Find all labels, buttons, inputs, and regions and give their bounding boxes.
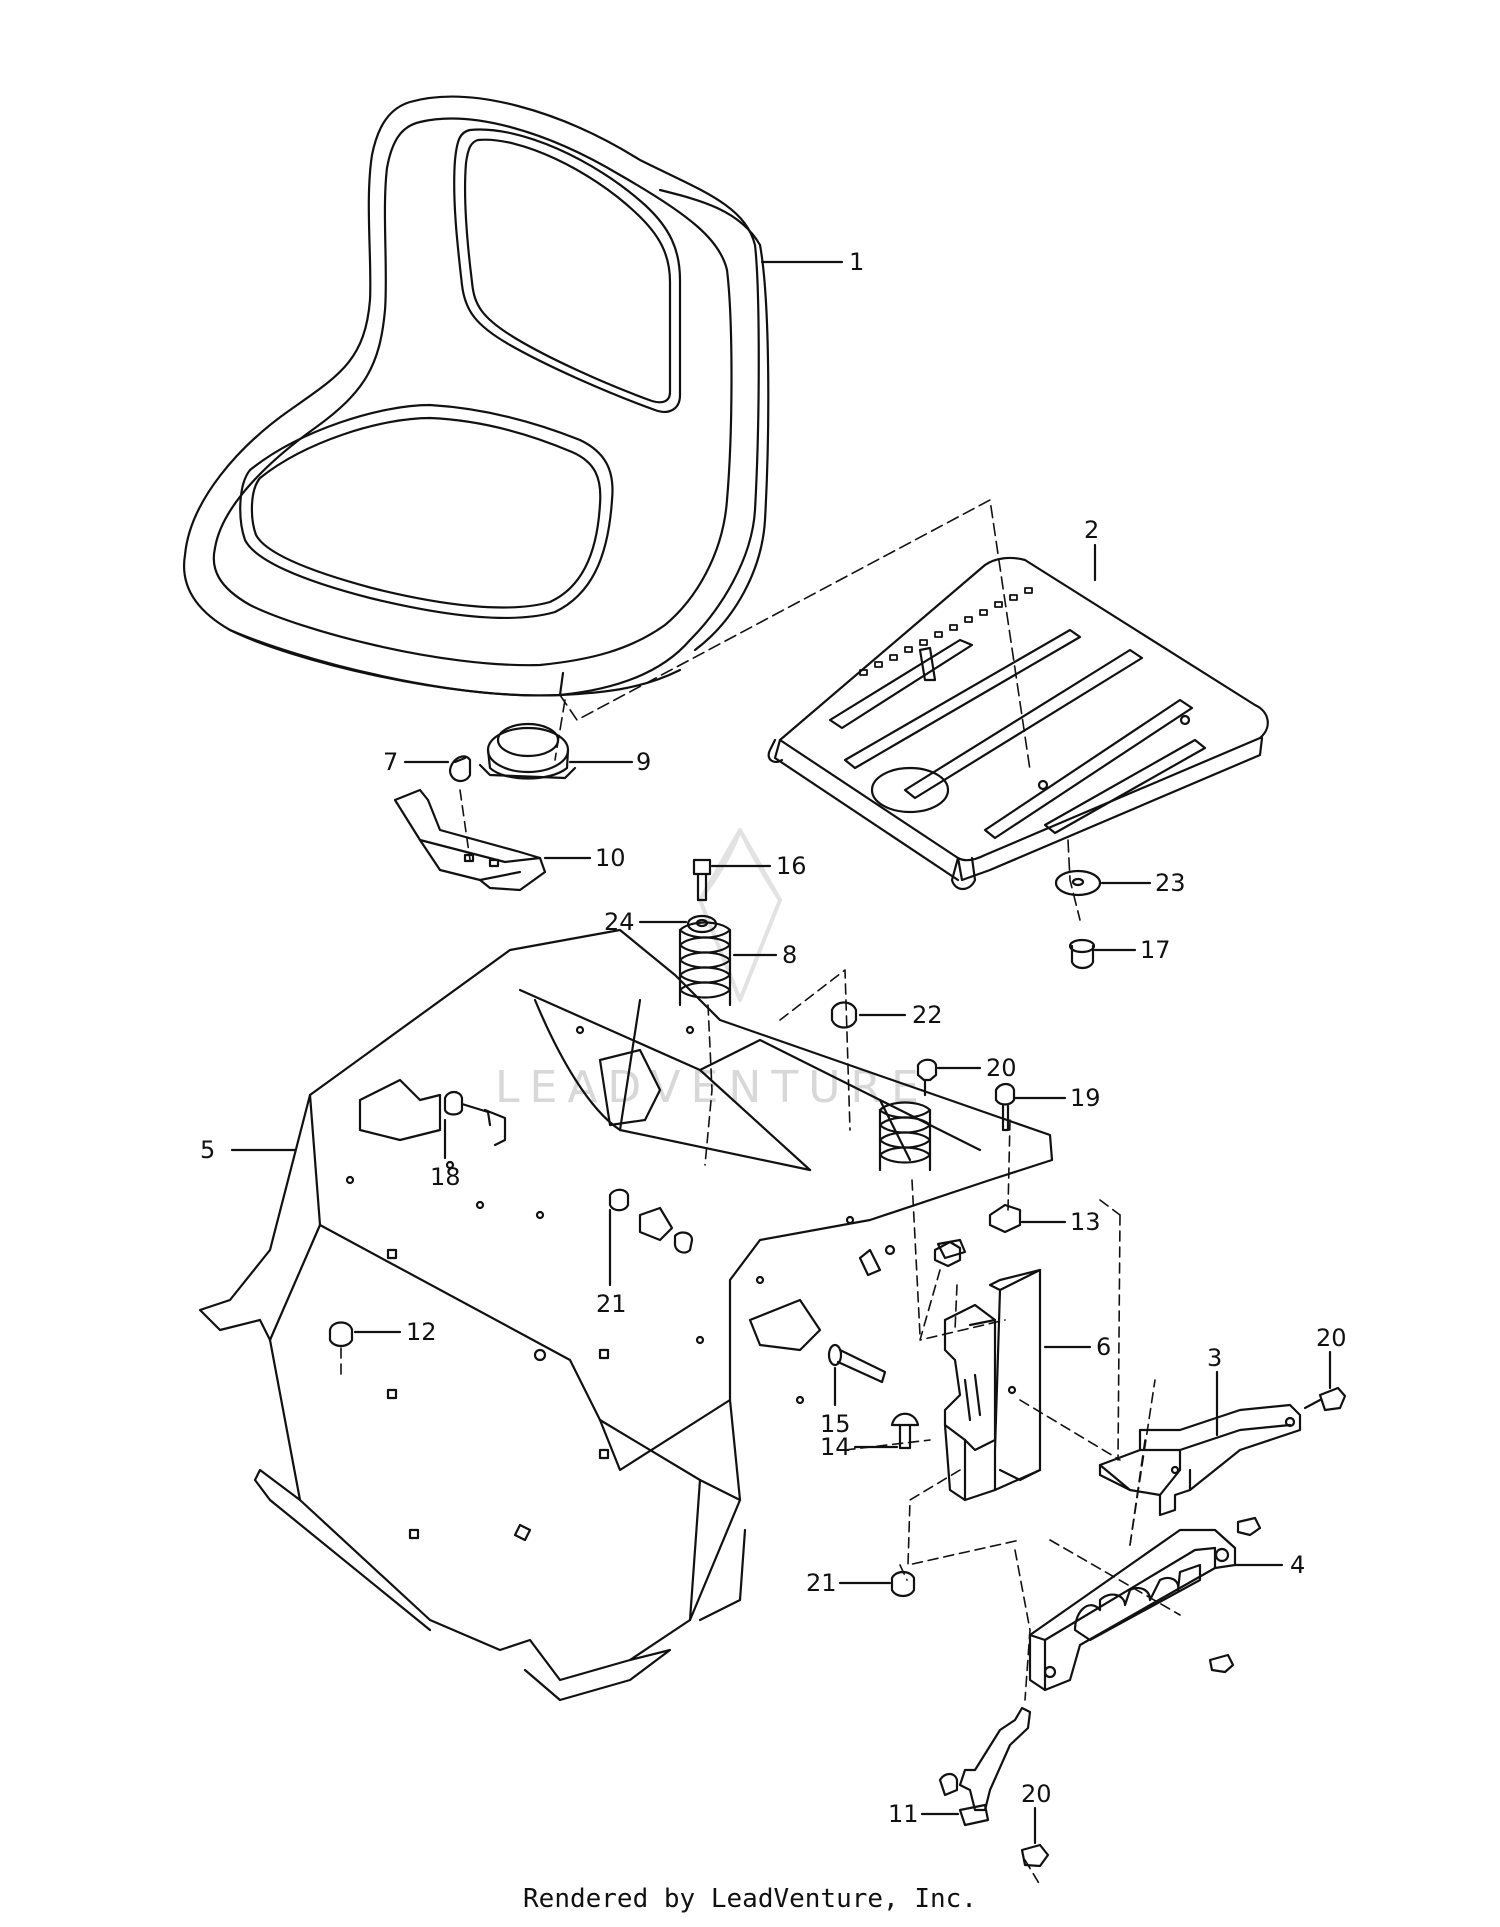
bolt-small-lever[interactable] xyxy=(1236,1516,1262,1537)
bolt-20-right[interactable] xyxy=(1303,1386,1347,1412)
bolt-19[interactable] xyxy=(994,1082,1016,1132)
callout-22[interactable]: 22 xyxy=(912,1001,943,1029)
callout-4[interactable]: 4 xyxy=(1290,1551,1305,1579)
adjuster-plate-part[interactable] xyxy=(1028,1528,1237,1692)
callout-24[interactable]: 24 xyxy=(604,908,635,936)
part-7[interactable] xyxy=(448,755,472,783)
pivot-bolt-18[interactable] xyxy=(443,1090,507,1147)
callout-20a[interactable]: 20 xyxy=(986,1054,1017,1082)
bolt-20-upper[interactable] xyxy=(916,1058,938,1097)
callout-20b[interactable]: 20 xyxy=(1316,1324,1347,1352)
callout-17[interactable]: 17 xyxy=(1140,936,1171,964)
callout-labels: 1 2 3 4 5 6 7 8 9 10 11 12 13 14 15 16 1… xyxy=(200,248,1347,1828)
callout-3[interactable]: 3 xyxy=(1207,1344,1222,1372)
callout-12[interactable]: 12 xyxy=(406,1318,437,1346)
callout-23[interactable]: 23 xyxy=(1155,869,1186,897)
assembly-lines-seat xyxy=(554,499,1081,921)
lever-bracket-part[interactable] xyxy=(1098,1403,1302,1517)
bolt-16[interactable] xyxy=(692,858,712,902)
callout-6[interactable]: 6 xyxy=(1096,1333,1111,1361)
callout-19[interactable]: 19 xyxy=(1070,1084,1101,1112)
callout-10[interactable]: 10 xyxy=(595,844,626,872)
callout-2[interactable]: 2 xyxy=(1084,516,1099,544)
callout-7[interactable]: 7 xyxy=(383,748,398,776)
clevis-pin-14[interactable] xyxy=(890,1412,920,1450)
bolt-17[interactable] xyxy=(1068,938,1096,970)
seat-part[interactable] xyxy=(183,95,770,697)
spring-8[interactable] xyxy=(678,921,732,1007)
adjuster-link-part[interactable] xyxy=(938,1706,1032,1827)
pin-15[interactable] xyxy=(827,1343,887,1384)
clip-nut-13[interactable] xyxy=(933,1203,1022,1268)
footer-credit: Rendered by LeadVenture, Inc. xyxy=(523,1884,977,1914)
bolt-20-bottom[interactable] xyxy=(1020,1843,1050,1868)
callout-15[interactable]: 15 xyxy=(820,1410,851,1438)
callout-11[interactable]: 11 xyxy=(888,1800,919,1828)
nut-22[interactable] xyxy=(830,1001,858,1029)
bolt-small-plate[interactable] xyxy=(1208,1653,1235,1674)
vertical-bracket-part[interactable] xyxy=(943,1268,1042,1502)
watermark-logo xyxy=(698,828,782,1002)
callout-21a[interactable]: 21 xyxy=(596,1290,627,1318)
callout-16[interactable]: 16 xyxy=(776,852,807,880)
callout-8[interactable]: 8 xyxy=(782,941,797,969)
callout-14[interactable]: 14 xyxy=(820,1433,851,1461)
plug-12[interactable] xyxy=(328,1321,354,1348)
nut-21-deck[interactable] xyxy=(608,1188,694,1254)
washer-23[interactable] xyxy=(1054,869,1102,897)
switch-bracket-part[interactable] xyxy=(393,788,547,892)
seat-deck-frame-part[interactable] xyxy=(198,928,1054,1702)
callout-18[interactable]: 18 xyxy=(430,1163,461,1191)
callout-9[interactable]: 9 xyxy=(636,748,651,776)
seat-pan-part[interactable] xyxy=(767,556,1269,891)
nut-21-lower[interactable] xyxy=(890,1570,916,1598)
callout-5[interactable]: 5 xyxy=(200,1136,215,1164)
assembly-lines-center xyxy=(704,969,1181,1886)
seat-switch-part[interactable] xyxy=(478,722,577,780)
callout-1[interactable]: 1 xyxy=(849,248,864,276)
callout-13[interactable]: 13 xyxy=(1070,1208,1101,1236)
assembly-line-10 xyxy=(459,789,471,861)
callout-20c[interactable]: 20 xyxy=(1021,1780,1052,1808)
callout-21b[interactable]: 21 xyxy=(806,1569,837,1597)
